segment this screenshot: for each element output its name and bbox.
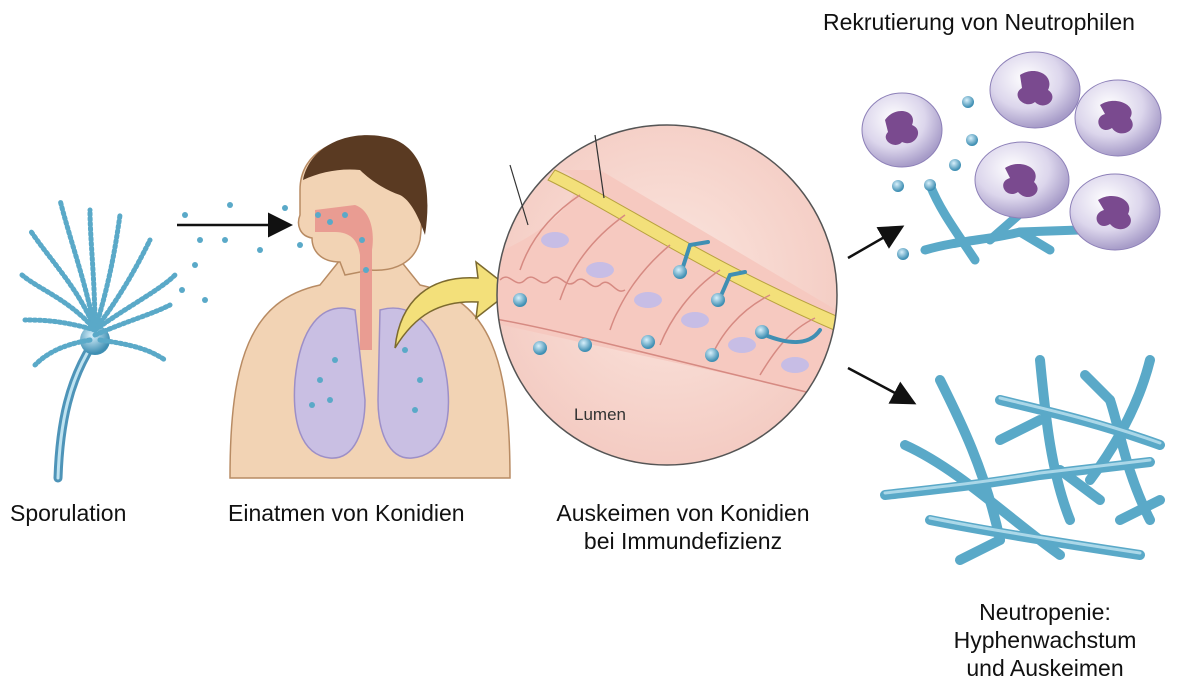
- arrow-to-neutrophils: [848, 228, 900, 258]
- neutrophil-cluster: [862, 52, 1161, 260]
- label-sporulation: Sporulation: [10, 499, 126, 527]
- label-neutropenia-line1: Neutropenie:: [930, 598, 1160, 626]
- person-torso: [230, 135, 510, 478]
- airway-zoom-circle: [480, 125, 870, 465]
- arrow-to-hyphae: [848, 368, 912, 402]
- label-lumen: Lumen: [574, 405, 626, 425]
- label-germination-line2: bei Immundefizienz: [533, 527, 833, 555]
- hyphal-network: [885, 360, 1160, 560]
- label-germination: Auskeimen von Konidien bei Immundefizien…: [533, 499, 833, 555]
- label-germination-line1: Auskeimen von Konidien: [533, 499, 833, 527]
- label-neutropenia-line3: und Auskeimen: [930, 654, 1160, 682]
- label-neutropenia: Neutropenie: Hyphenwachstum und Auskeime…: [930, 598, 1160, 682]
- label-inhalation: Einatmen von Konidien: [228, 499, 465, 527]
- spore-chains: [22, 200, 175, 365]
- label-neutrophils: Rekrutierung von Neutrophilen: [823, 8, 1135, 36]
- label-neutropenia-line2: Hyphenwachstum: [930, 626, 1160, 654]
